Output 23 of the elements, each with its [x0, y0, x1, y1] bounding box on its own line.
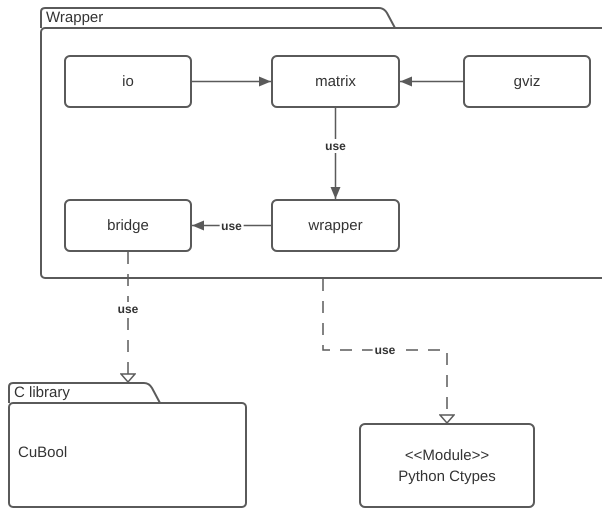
module-name: io [122, 72, 134, 92]
module-box [271, 55, 400, 108]
module-box [463, 55, 591, 108]
module-name: Python Ctypes [398, 466, 496, 486]
package-content: CuBool [18, 443, 68, 463]
package-frame [40, 7, 602, 279]
module-name: wrapper [308, 216, 363, 236]
edge-label: use [116, 302, 140, 316]
arrow [400, 76, 463, 86]
module-name: gviz [514, 72, 540, 92]
arrow [192, 76, 271, 86]
module-box [359, 423, 535, 508]
dashed-arrow [120, 252, 136, 383]
module-box [64, 199, 192, 252]
module-box [271, 199, 400, 252]
package-name: C library [14, 383, 70, 403]
edge-label: use [323, 138, 348, 152]
package-name: Wrapper [46, 8, 104, 28]
module-name: bridge [107, 216, 149, 236]
module-box [64, 55, 192, 108]
module-name: <<Module>> [404, 446, 490, 466]
module-name: matrix [315, 72, 356, 92]
package-frame [8, 382, 247, 508]
